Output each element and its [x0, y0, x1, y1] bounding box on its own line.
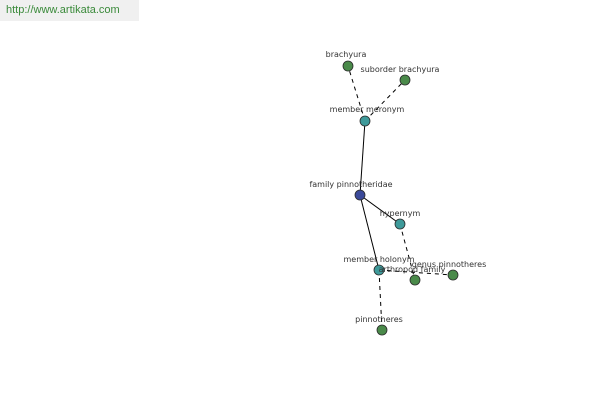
node-dot-hypernym[interactable]	[394, 218, 406, 230]
node-label-brachyura[interactable]: brachyura	[326, 50, 367, 59]
node-label-suborder-brachyura[interactable]: suborder brachyura	[361, 65, 440, 74]
node-dot-arthropod-family[interactable]	[409, 274, 421, 286]
node-label-genus-pinnotheres[interactable]: genus pinnotheres	[412, 260, 487, 269]
node-dot-member-meronym[interactable]	[359, 115, 371, 127]
edge-member-meronym-to-suborder-brachyura	[364, 79, 406, 122]
node-dot-family-pinnotheridae[interactable]	[354, 189, 366, 201]
node-member-meronym[interactable]: member meronym	[330, 105, 405, 127]
node-brachyura[interactable]: brachyura	[326, 50, 367, 72]
node-label-hypernym[interactable]: hypernym	[380, 209, 421, 218]
edge-member-meronym-to-brachyura	[347, 65, 366, 122]
node-genus-pinnotheres[interactable]: genus pinnotheres	[412, 260, 487, 281]
node-label-member-holonym[interactable]: member holonym	[343, 255, 414, 264]
node-dot-brachyura[interactable]	[342, 60, 354, 72]
node-hypernym[interactable]: hypernym	[380, 209, 421, 230]
node-member-holonym[interactable]: member holonym	[343, 255, 415, 276]
edge-family-pinnotheridae-to-hypernym	[359, 194, 401, 225]
edge-family-pinnotheridae-to-member-holonym	[359, 194, 380, 271]
graph-edges	[347, 65, 454, 331]
node-pinnotheres[interactable]: pinnotheres	[355, 315, 403, 336]
node-label-family-pinnotheridae[interactable]: family pinnotheridae	[309, 180, 392, 189]
site-link[interactable]: http://www.artikata.com	[0, 0, 139, 21]
graph-nodes: family pinnotheridae member meronym hypern…	[309, 50, 487, 336]
node-label-member-meronym[interactable]: member meronym	[330, 105, 405, 114]
node-label-pinnotheres[interactable]: pinnotheres	[355, 315, 403, 324]
node-dot-pinnotheres[interactable]	[376, 324, 388, 336]
edge-hypernym-to-arthropod-family	[399, 223, 416, 281]
node-dot-suborder-brachyura[interactable]	[399, 74, 411, 86]
node-dot-member-holonym[interactable]	[373, 264, 385, 276]
node-label-arthropod-family[interactable]: arthropod family	[379, 265, 446, 274]
node-arthropod-family[interactable]: arthropod family	[379, 265, 446, 286]
node-dot-genus-pinnotheres[interactable]	[447, 269, 459, 281]
edge-family-pinnotheridae-to-member-meronym	[359, 120, 366, 196]
edge-member-holonym-to-pinnotheres	[378, 269, 383, 331]
node-suborder-brachyura[interactable]: suborder brachyura	[361, 65, 440, 86]
node-family-pinnotheridae[interactable]: family pinnotheridae	[309, 180, 393, 201]
